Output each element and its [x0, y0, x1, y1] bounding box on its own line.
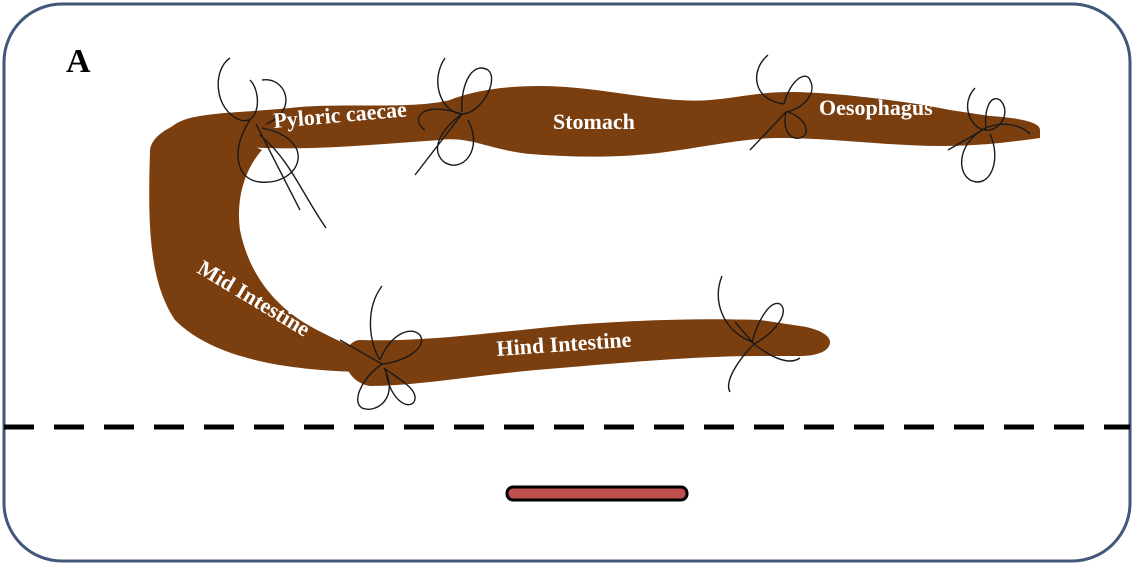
scale-bar	[507, 487, 687, 500]
label-oesophagus: Oesophagus	[819, 95, 933, 120]
label-stomach: Stomach	[553, 109, 635, 134]
panel-letter: A	[66, 43, 91, 80]
